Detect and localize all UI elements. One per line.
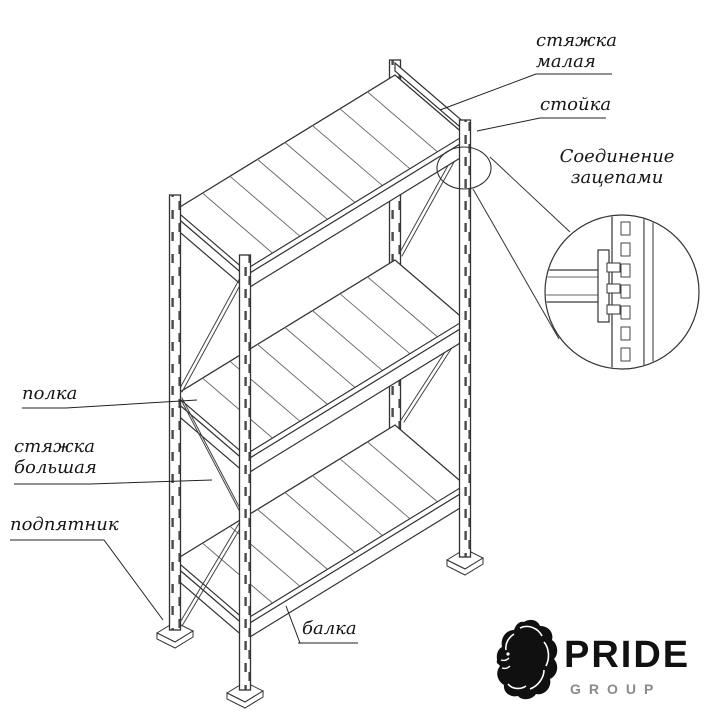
shelf-top-hatch [202,91,438,254]
label-hook-line2: зацепами [570,167,664,188]
post-front-right [458,119,472,558]
label-foot-plate-line1: подпятник [10,514,119,535]
post-back-left [168,194,182,631]
label-foot-plate: подпятник [10,514,119,535]
label-hook-line1: Соединение [559,146,675,167]
leader-tie-small [439,73,612,111]
lion-icon [496,619,558,700]
label-tie-small: стяжка малая [536,30,617,72]
label-tie-large: стяжка большая [14,436,97,478]
label-leaders [10,73,612,644]
detail-post-slots [620,221,631,362]
logo-brand-text: PRIDE [564,634,691,676]
shelf-bottom [173,424,467,642]
leader-shelf [22,399,198,409]
rack-drawing [155,59,485,709]
detail-source-circle [436,146,492,190]
shelf-top [173,74,467,292]
shelf-middle-hatch [202,276,438,439]
leader-tie-large [14,479,213,485]
label-tie-large-line1: стяжка [14,436,96,457]
detail-beam [546,269,603,303]
callout-line-lower [472,188,560,340]
leader-beam [285,605,301,644]
label-beam: балка [302,618,357,639]
detail-hooks [606,262,621,315]
label-tie-small-line1: стяжка [536,30,618,51]
post-front-left [238,254,252,691]
label-post: стойка [540,94,611,115]
label-shelf-line1: полка [22,383,78,404]
left-frame-braces [178,275,245,627]
callout-line-upper [489,156,571,233]
label-beam-line1: балка [302,618,357,639]
leader-foot [10,539,164,621]
detail-callout [436,146,700,370]
logo-sub-text: GROUP [570,681,662,697]
shelf-middle [173,259,467,477]
label-tie-large-line2: большая [14,457,97,478]
label-shelf: полка [22,383,77,404]
foot-front-left [225,681,265,709]
label-post-line1: стойка [540,94,612,115]
label-tie-small-line2: малая [536,51,596,72]
detail-content [546,216,654,368]
leader-post [476,117,606,132]
label-hook-connection: Соединение зацепами [550,146,684,188]
